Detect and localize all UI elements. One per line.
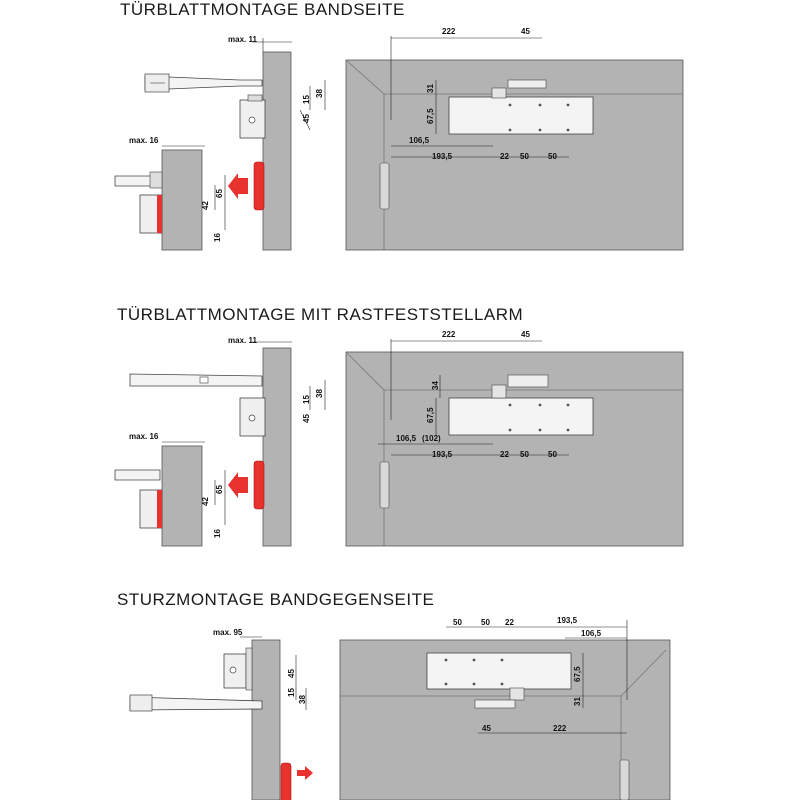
- dim-16-2: 16: [213, 529, 222, 538]
- direction-arrow-icon-3: [297, 766, 313, 780]
- dim-max95: max. 95: [213, 628, 243, 637]
- hinge-edge-marker-3: [280, 762, 292, 800]
- dim-222-2: 222: [442, 330, 456, 339]
- dim-31: 31: [426, 84, 435, 93]
- dim-38-3: 38: [298, 695, 307, 704]
- dim-193-5-3: 193,5: [557, 616, 578, 625]
- dim-50-a-2: 50: [520, 450, 529, 459]
- dim-45-top: 45: [521, 27, 530, 36]
- hinge-edge-marker: [253, 161, 265, 211]
- section-3-front-view: 50 50 22 193,5 106,5 67,5 31 45 222: [339, 616, 671, 800]
- direction-arrow-icon: [228, 173, 248, 199]
- dim-15-2: 15: [302, 395, 311, 404]
- dim-15-3: 15: [287, 688, 296, 697]
- dim-45-3: 45: [287, 669, 296, 678]
- dim-106-5-3: 106,5: [581, 629, 602, 638]
- dim-45: 45: [302, 114, 311, 123]
- dim-45-top-2: 45: [521, 330, 530, 339]
- dim-50-a-3: 50: [453, 618, 462, 627]
- dim-max11-2: max. 11: [228, 336, 257, 345]
- dim-67-5: 67,5: [426, 108, 435, 124]
- dim-22-2: 22: [500, 450, 509, 459]
- section-title-1: TÜRBLATTMONTAGE BANDSEITE: [120, 0, 405, 19]
- dim-50-b-3: 50: [481, 618, 490, 627]
- dim-38-2: 38: [315, 389, 324, 398]
- section-1-front-view: 222 45 31 67,5 106,5 193,5 22 50 50: [345, 27, 684, 251]
- section-2-front-view: 222 45 34 67,5 106,5 (102) 193,5 22 50 5…: [345, 330, 684, 547]
- dim-42-2: 42: [201, 497, 210, 506]
- dim-65: 65: [215, 189, 224, 198]
- dim-193-5-2: 193,5: [432, 450, 453, 459]
- dim-34: 34: [431, 381, 440, 390]
- dim-38: 38: [315, 89, 324, 98]
- dim-22-3: 22: [505, 618, 514, 627]
- dim-max16-2: max. 16: [129, 432, 159, 441]
- direction-arrow-icon-2: [228, 472, 248, 498]
- dim-67-5-3: 67,5: [573, 666, 582, 682]
- dim-45-2: 45: [302, 414, 311, 423]
- dim-50-b-2: 50: [548, 450, 557, 459]
- dim-max16: max. 16: [129, 136, 159, 145]
- dim-222: 222: [442, 27, 456, 36]
- dim-31-3: 31: [573, 697, 582, 706]
- dim-42: 42: [201, 201, 210, 210]
- dim-max11: max. 11: [228, 35, 257, 44]
- dim-67-5-2: 67,5: [426, 407, 435, 423]
- section-1-side-view: max. 11 max. 16 38 15 45 65 42 16: [114, 35, 326, 251]
- dim-16: 16: [213, 233, 222, 242]
- section-2-side-view: max. 11 max. 16 38 15 45 65 42 16: [114, 336, 326, 547]
- section-title-2: TÜRBLATTMONTAGE MIT RASTFESTSTELLARM: [117, 305, 524, 324]
- section-3-side-view: max. 95 45 15 38: [129, 628, 313, 800]
- dim-65-2: 65: [215, 485, 224, 494]
- dim-102: (102): [422, 434, 441, 443]
- dim-50-b: 50: [548, 152, 557, 161]
- dim-50-a: 50: [520, 152, 529, 161]
- dim-193-5: 193,5: [432, 152, 453, 161]
- dim-45-b-3: 45: [482, 724, 491, 733]
- section-title-3: STURZMONTAGE BANDGEGENSEITE: [117, 590, 435, 609]
- dim-15: 15: [302, 95, 311, 104]
- dim-106-5: 106,5: [409, 136, 430, 145]
- dim-106-5-2: 106,5: [396, 434, 417, 443]
- dim-22: 22: [500, 152, 509, 161]
- dim-222-3: 222: [553, 724, 567, 733]
- hinge-edge-marker-2: [253, 460, 265, 510]
